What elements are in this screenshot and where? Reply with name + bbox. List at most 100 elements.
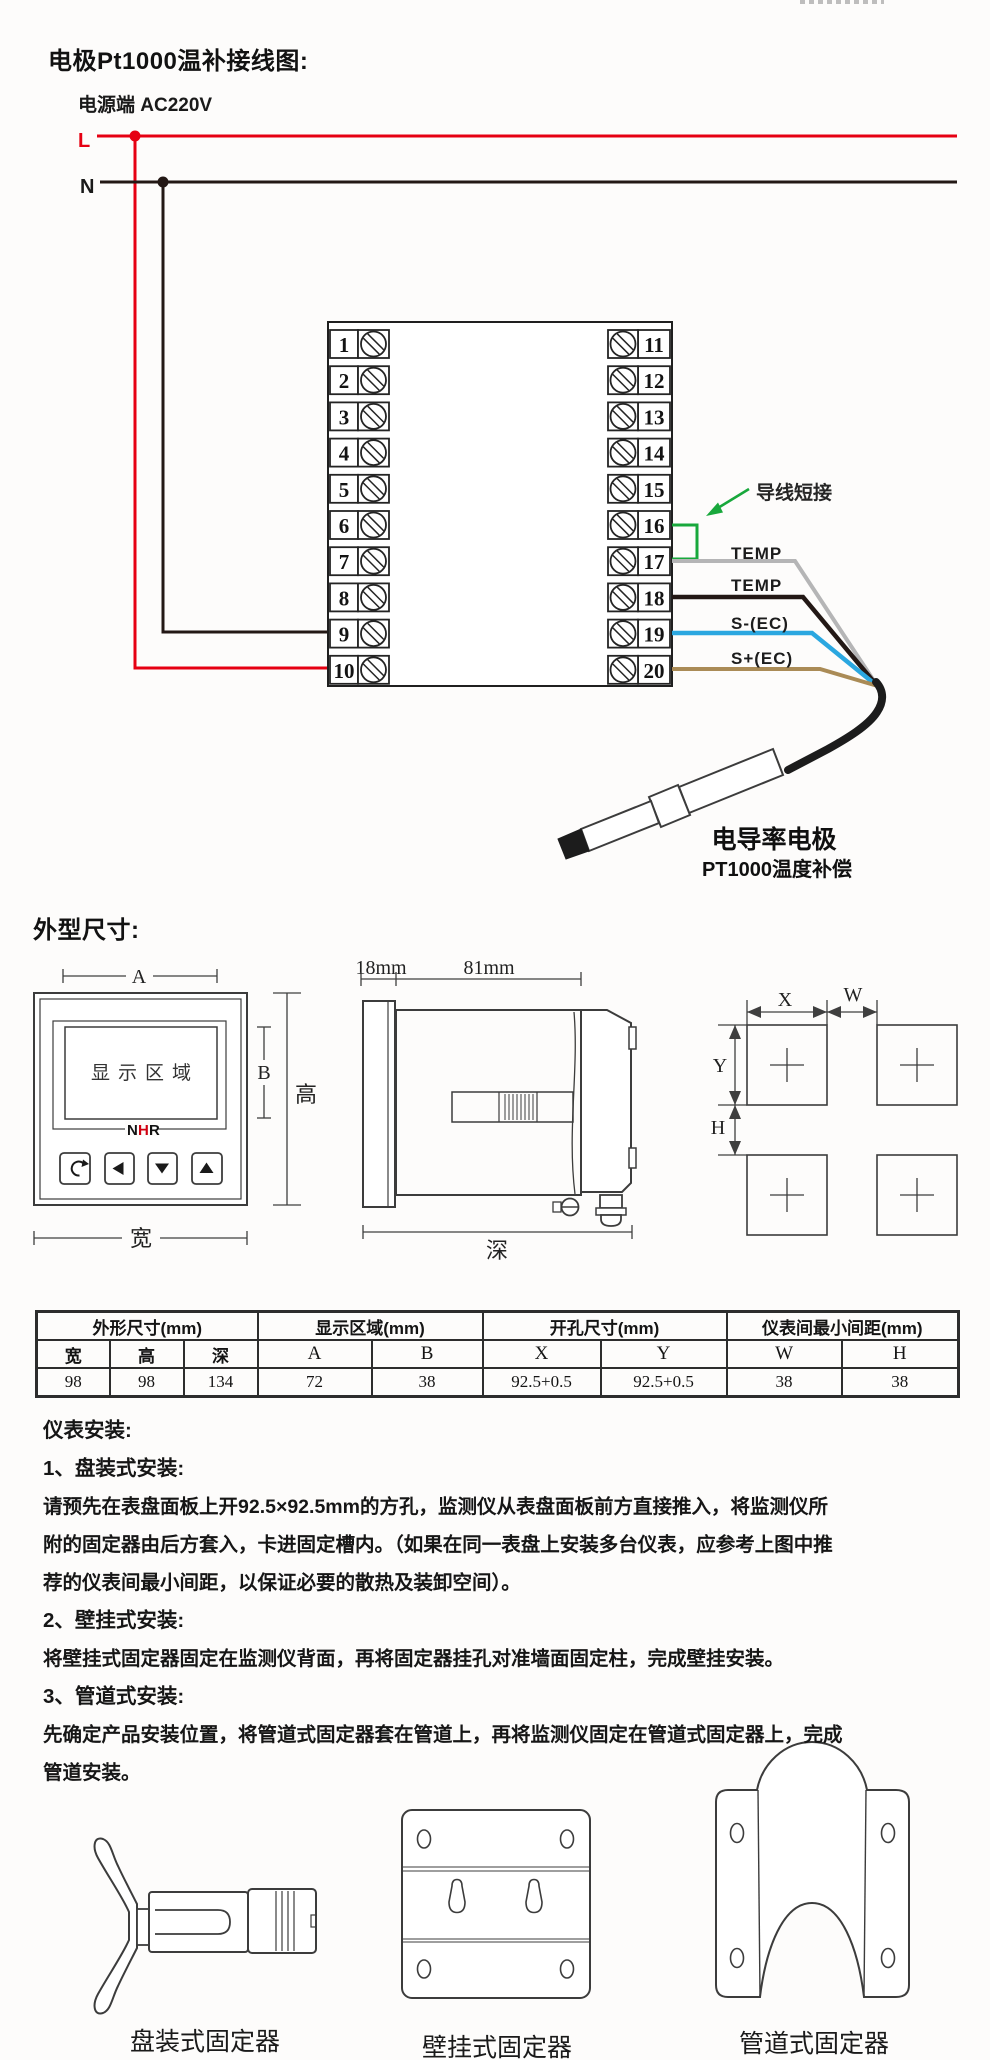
install-item-3-heading: 3、管道式安装: <box>43 1685 185 1708</box>
terminal-number: 20 <box>644 659 665 683</box>
group-outline: 外形尺寸(mm) <box>35 1310 259 1341</box>
terminal-4: 4 <box>329 437 390 468</box>
screw-icon <box>360 547 387 575</box>
jumper-note: 导线短接 <box>756 481 832 504</box>
brand-knockout <box>125 1121 159 1136</box>
screw-icon <box>360 656 387 684</box>
plate-hole <box>559 1959 575 1979</box>
body-depth-label: 81mm <box>463 957 515 979</box>
plate-hole <box>880 1947 896 1969</box>
wall-plate <box>401 1809 591 1999</box>
panel-fixture-drawing: 盘装式固定器 <box>93 1837 317 2056</box>
col-b: B <box>370 1339 484 1369</box>
front-view-drawing: A 显示区域 N H R B <box>33 966 317 1251</box>
keyhole-slot <box>525 1878 543 1914</box>
probe-title: 电导率电极 <box>711 825 836 854</box>
plate-hole <box>416 1829 432 1849</box>
cable-gland-nut <box>595 1207 627 1216</box>
return-button[interactable] <box>59 1152 91 1185</box>
down-arrow-icon <box>155 1163 169 1174</box>
wire-label-temp-2: TEMP <box>731 576 782 595</box>
jumper-wire <box>672 523 699 561</box>
table-group-row: 外形尺寸(mm) 显示区域(mm) 开孔尺寸(mm) 仪表间最小间距(mm) <box>35 1310 960 1341</box>
val-a: 72 <box>256 1367 373 1398</box>
terminal-number: 15 <box>644 478 665 502</box>
neutral-wire <box>161 182 329 634</box>
wiring-diagram: 电源端 AC220V L N 1234567891011121314151617… <box>78 93 957 881</box>
bezel-depth-label: 18mm <box>355 957 407 979</box>
fixture-end-notch <box>310 1914 317 1928</box>
power-source-label: 电源端 AC220V <box>78 93 212 116</box>
val-w: 38 <box>725 1367 843 1398</box>
screw-icon <box>609 330 637 358</box>
keyhole-slot <box>448 1878 466 1914</box>
screw-icon <box>609 439 637 467</box>
pipe-fixture-drawing: 管道式固定器 <box>715 1740 910 2058</box>
group-cutout: 开孔尺寸(mm) <box>481 1310 728 1341</box>
screw-icon <box>609 366 637 394</box>
fixture-neck <box>136 1908 150 1946</box>
terminal-10: 10 <box>329 654 390 685</box>
probe-body <box>677 747 785 815</box>
plate-hole <box>729 1822 745 1844</box>
plate-hole <box>416 1959 432 1979</box>
terminal-17: 17 <box>607 546 671 577</box>
screw-icon <box>609 656 637 684</box>
col-width: 宽 <box>35 1339 111 1369</box>
wall-fixture-label: 壁挂式固定器 <box>422 2034 572 2060</box>
table-value-row: 98 98 134 72 38 92.5+0.5 92.5+0.5 38 38 <box>35 1367 960 1398</box>
cutout-y-label: Y <box>713 1055 727 1077</box>
terminal-15: 15 <box>607 473 671 504</box>
val-x: 92.5+0.5 <box>481 1367 602 1398</box>
pipe-fixture-label: 管道式固定器 <box>739 2030 889 2058</box>
screw-icon <box>360 366 387 394</box>
display-area-label: 显示区域 <box>91 1062 199 1084</box>
cutout-drawing: X W Y H <box>711 984 958 1236</box>
mounting-latch <box>451 1091 574 1123</box>
val-width: 98 <box>35 1367 111 1398</box>
screw-icon <box>360 511 387 539</box>
dim-b-label: B <box>257 1062 270 1084</box>
up-arrow-icon <box>199 1162 214 1173</box>
screw-icon <box>360 620 387 647</box>
panel-fixture-label: 盘装式固定器 <box>130 2028 280 2056</box>
return-icon-arrowhead <box>81 1159 89 1167</box>
col-y: Y <box>599 1339 728 1369</box>
terminal-6: 6 <box>329 510 390 540</box>
cable-gland-dome <box>600 1214 622 1227</box>
wire-ec-plus <box>672 667 877 688</box>
panel-inner <box>39 998 242 1200</box>
cable-gland-top <box>599 1194 623 1209</box>
probe-subtitle: PT1000温度补偿 <box>702 857 852 881</box>
terminal-14: 14 <box>607 437 671 468</box>
rear-tab-bottom <box>628 1147 637 1169</box>
brand-letter-n: N <box>127 1122 138 1139</box>
terminal-number: 5 <box>339 478 350 502</box>
center-crosses <box>770 1048 934 1212</box>
latch-grip-hatch <box>504 1094 534 1120</box>
terminal-number: 1 <box>339 333 350 357</box>
terminal-number: 2 <box>339 369 350 393</box>
neutral-label: N <box>80 176 94 198</box>
height-label: 高 <box>295 1082 317 1107</box>
terminal-12: 12 <box>607 365 671 396</box>
col-h: H <box>840 1339 960 1369</box>
terminal-11: 11 <box>607 329 671 359</box>
terminal-number: 4 <box>339 442 350 466</box>
plate-hole <box>559 1829 575 1849</box>
terminal-number: 16 <box>644 514 665 538</box>
fixture-handle-arm <box>93 1837 138 2015</box>
fixture-block-1 <box>148 1891 249 1953</box>
col-w: W <box>725 1339 843 1369</box>
screw-icon <box>360 402 387 430</box>
screw-icon <box>609 620 637 647</box>
probe-shaft <box>579 799 661 853</box>
terminal-number: 10 <box>334 659 355 683</box>
spec-table: 外形尺寸(mm) 显示区域(mm) 开孔尺寸(mm) 仪表间最小间距(mm) 宽… <box>35 1310 961 1398</box>
group-display: 显示区域(mm) <box>256 1310 484 1341</box>
terminal-number: 11 <box>644 333 664 357</box>
install-item-1-line-2: 附的固定器由后方套入，卡进固定槽内。（如果在同一表盘上安装多台仪表，应参考上图中… <box>43 1534 833 1556</box>
group-spacing: 仪表间最小间距(mm) <box>725 1310 960 1341</box>
